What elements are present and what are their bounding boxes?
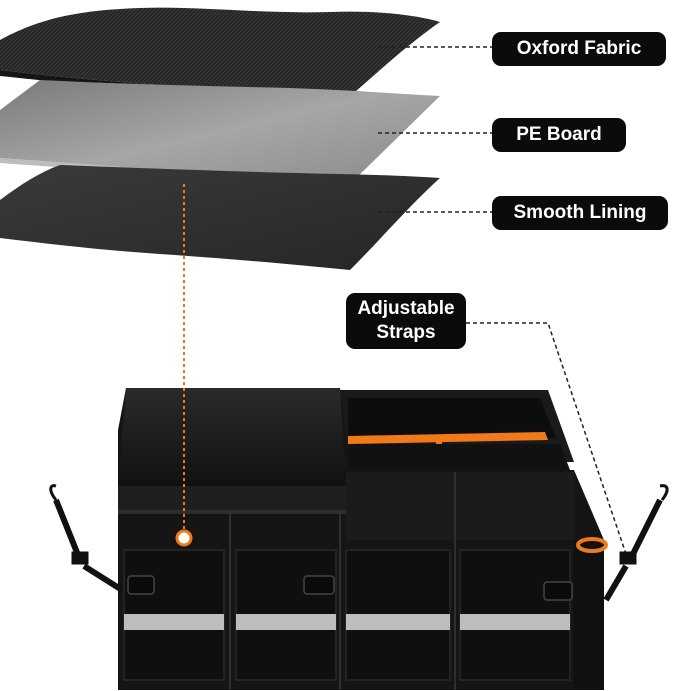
- layer-indicator: [175, 184, 193, 547]
- organizer-box: [118, 388, 608, 690]
- label-oxford-fabric: Oxford Fabric: [492, 32, 666, 66]
- label-pe-board: PE Board: [492, 118, 626, 152]
- leader-lines: [378, 46, 629, 561]
- smooth-lining-layer: [0, 165, 440, 270]
- label-adjustable-straps: Adjustable Straps: [346, 293, 466, 349]
- adjustable-straps: [49, 484, 669, 602]
- label-smooth-lining: Smooth Lining: [492, 196, 668, 230]
